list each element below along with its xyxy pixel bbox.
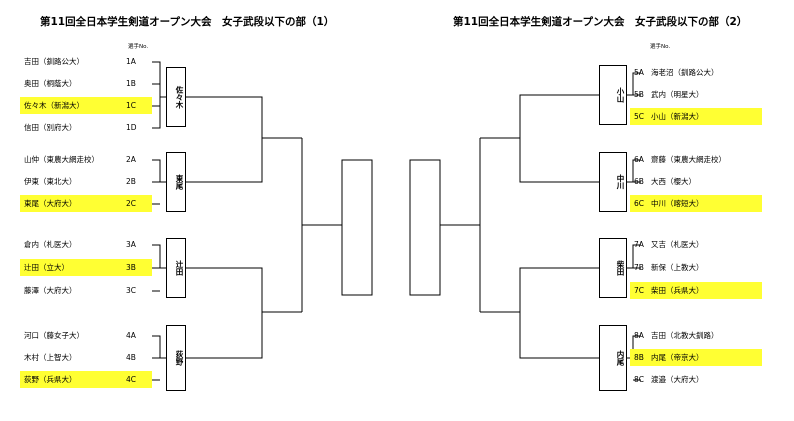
left-title: 第11回全日本学生剣道オープン大会 女子武段以下の部（1） — [40, 16, 335, 28]
entry-4A: 河口（藤女子大）4A — [24, 331, 136, 340]
group-winner-box-8: 内尾 — [599, 325, 627, 391]
entry-4C: 荻野（兵県大）4C — [20, 371, 152, 388]
right-title: 第11回全日本学生剣道オープン大会 女子武段以下の部（2） — [453, 16, 748, 28]
group-winner-box-2: 東尾 — [166, 152, 186, 212]
entry-3C: 藤澤（大府大）3C — [24, 286, 137, 295]
left-col-header: 選手No. — [128, 44, 149, 50]
right-semifinal-box — [409, 159, 441, 296]
group-winner-box-6: 中川 — [599, 152, 627, 212]
group-winner-box-3: 辻田 — [166, 238, 186, 298]
group-winner-box-5: 小山 — [599, 65, 627, 125]
entry-4B: 木村（上智大）4B — [24, 353, 136, 362]
entry-1D: 信田（別府大）1D — [24, 123, 137, 132]
entry-3B: 辻田（立大）3B — [20, 259, 152, 276]
entry-2B: 伊東（東北大）2B — [24, 177, 136, 186]
entry-1C: 佐々木（新潟大）1C — [20, 97, 152, 114]
group-winner-box-1: 佐々木 — [166, 67, 186, 127]
group-winner-box-4: 荻野 — [166, 325, 186, 391]
left-semifinal-box — [341, 159, 373, 296]
entry-3A: 倉内（札医大）3A — [24, 240, 136, 249]
entry-1A: 吉田（釧路公大）1A — [24, 57, 136, 66]
entry-2C: 東尾（大府大）2C — [20, 195, 152, 212]
entry-2A: 山仲（東農大網走校）2A — [24, 155, 136, 164]
right-col-header: 選手No. — [650, 44, 671, 50]
group-winner-box-7: 柴田 — [599, 238, 627, 298]
entry-1B: 奥田（桐蔭大）1B — [24, 79, 136, 88]
